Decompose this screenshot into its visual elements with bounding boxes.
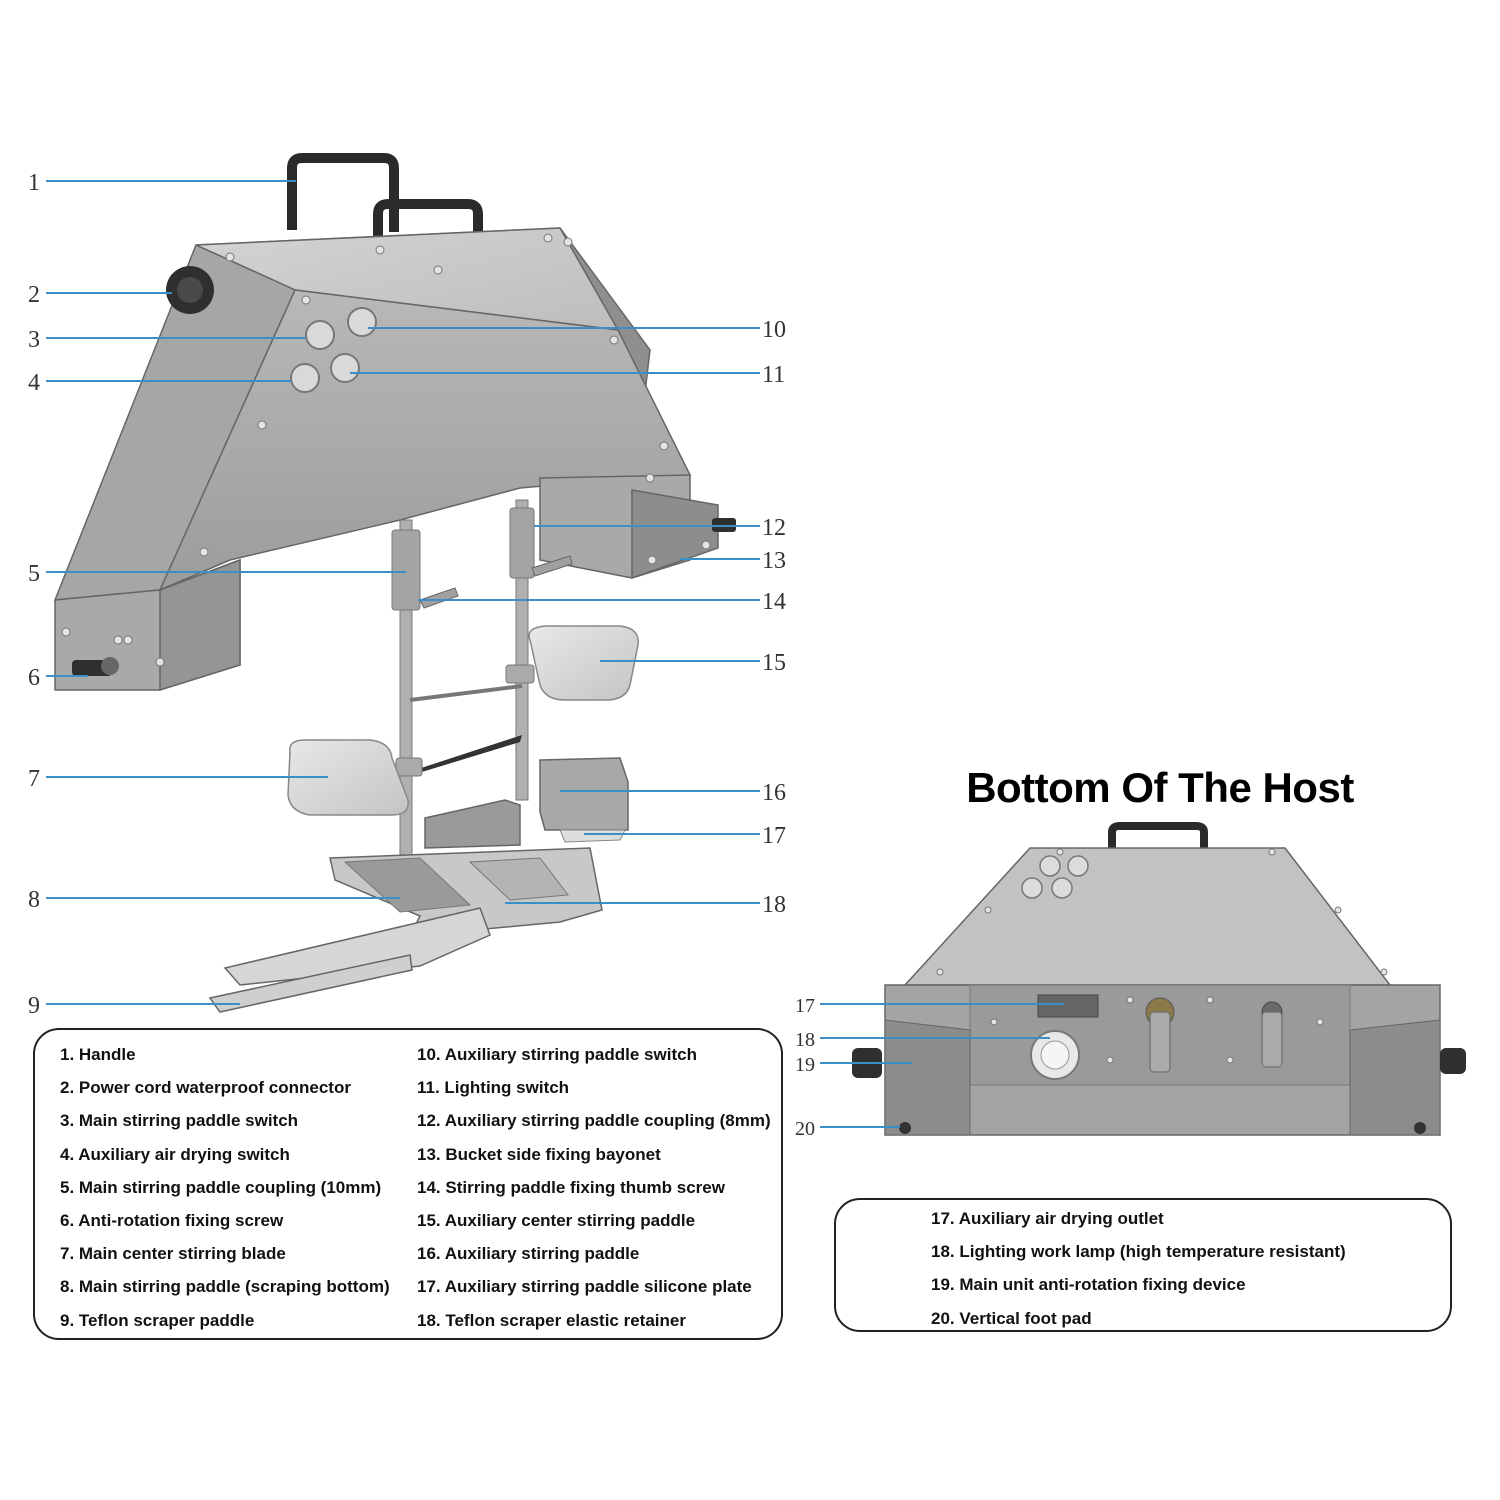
bottom-callout-19: 19 bbox=[795, 1054, 815, 1076]
legend-item: 20. Vertical foot pad bbox=[931, 1308, 1092, 1328]
legend-item: 17. Auxiliary air drying outlet bbox=[931, 1209, 1164, 1228]
bottom-callout-leaders bbox=[820, 1003, 1064, 1128]
handle-icon bbox=[287, 153, 399, 232]
bottom-parts-legend: 17. Auxiliary air drying outlet 18. Ligh… bbox=[834, 1198, 1452, 1332]
legend-column-1: 1. Handle 2. Power cord waterproof conne… bbox=[60, 1038, 390, 1337]
callout-5: 5 bbox=[28, 561, 40, 587]
bottom-callout-20: 20 bbox=[795, 1118, 815, 1140]
callout-8: 8 bbox=[28, 887, 40, 913]
bottom-legend-column: 17. Auxiliary air drying outlet 18. Ligh… bbox=[931, 1202, 1346, 1335]
callout-numbers-right: 10 11 12 13 14 15 16 17 18 bbox=[762, 317, 786, 918]
legend-item: 19. Main unit anti-rotation fixing devic… bbox=[931, 1275, 1246, 1295]
callout-3: 3 bbox=[28, 327, 40, 353]
callout-9: 9 bbox=[28, 993, 40, 1019]
legend-item: 4. Auxiliary air drying switch bbox=[60, 1144, 290, 1164]
legend-item: 1. Handle bbox=[60, 1045, 136, 1064]
callout-numbers-left: 1 2 3 4 5 6 7 8 9 bbox=[28, 170, 40, 1019]
callout-2: 2 bbox=[28, 282, 40, 308]
callout-6: 6 bbox=[28, 665, 40, 691]
callout-4: 4 bbox=[28, 370, 40, 396]
legend-item: 18. Lighting work lamp (high temperature… bbox=[931, 1242, 1346, 1262]
legend-item: 14. Stirring paddle fixing thumb screw bbox=[417, 1177, 725, 1197]
legend-item: 2. Power cord waterproof connector bbox=[60, 1078, 351, 1098]
callout-16: 16 bbox=[762, 780, 786, 806]
legend-column-2: 10. Auxiliary stirring paddle switch 11.… bbox=[417, 1038, 771, 1337]
legend-item: 10. Auxiliary stirring paddle switch bbox=[417, 1045, 697, 1064]
machine-illustration bbox=[53, 153, 736, 1013]
legend-item: 15. Auxiliary center stirring paddle bbox=[417, 1210, 696, 1230]
legend-item: 9. Teflon scraper paddle bbox=[60, 1310, 255, 1330]
callout-numbers-bottom: 17 18 19 20 bbox=[795, 995, 815, 1140]
callout-15: 15 bbox=[762, 650, 786, 676]
callout-11: 11 bbox=[762, 362, 785, 388]
bottom-view-title: Bottom Of The Host bbox=[966, 764, 1354, 811]
legend-item: 13. Bucket side fixing bayonet bbox=[417, 1144, 661, 1164]
callout-14: 14 bbox=[762, 589, 786, 615]
bottom-callout-17: 17 bbox=[795, 995, 815, 1017]
legend-item: 3. Main stirring paddle switch bbox=[60, 1111, 299, 1131]
callout-1: 1 bbox=[28, 170, 40, 196]
legend-item: 11. Lighting switch bbox=[417, 1078, 570, 1098]
bottom-view-illustration bbox=[852, 822, 1466, 1136]
callout-7: 7 bbox=[28, 766, 40, 792]
callout-leaders bbox=[46, 180, 760, 1005]
callout-17: 17 bbox=[762, 823, 786, 849]
legend-item: 8. Main stirring paddle (scraping bottom… bbox=[60, 1277, 390, 1297]
parts-legend: 1. Handle 2. Power cord waterproof conne… bbox=[33, 1028, 783, 1340]
callout-10: 10 bbox=[762, 317, 786, 343]
legend-item: 18. Teflon scraper elastic retainer bbox=[417, 1310, 686, 1330]
legend-item: 6. Anti-rotation fixing screw bbox=[60, 1210, 284, 1230]
handle-icon bbox=[1108, 822, 1208, 848]
bottom-callout-18: 18 bbox=[795, 1029, 815, 1051]
legend-item: 12. Auxiliary stirring paddle coupling (… bbox=[417, 1111, 771, 1131]
legend-item: 17. Auxiliary stirring paddle silicone p… bbox=[417, 1277, 752, 1297]
handle-icon bbox=[373, 199, 483, 262]
legend-item: 16. Auxiliary stirring paddle bbox=[417, 1244, 640, 1264]
callout-12: 12 bbox=[762, 515, 786, 541]
callout-18: 18 bbox=[762, 892, 786, 918]
legend-item: 5. Main stirring paddle coupling (10mm) bbox=[60, 1177, 382, 1197]
legend-item: 7. Main center stirring blade bbox=[60, 1244, 286, 1264]
callout-13: 13 bbox=[762, 548, 786, 574]
